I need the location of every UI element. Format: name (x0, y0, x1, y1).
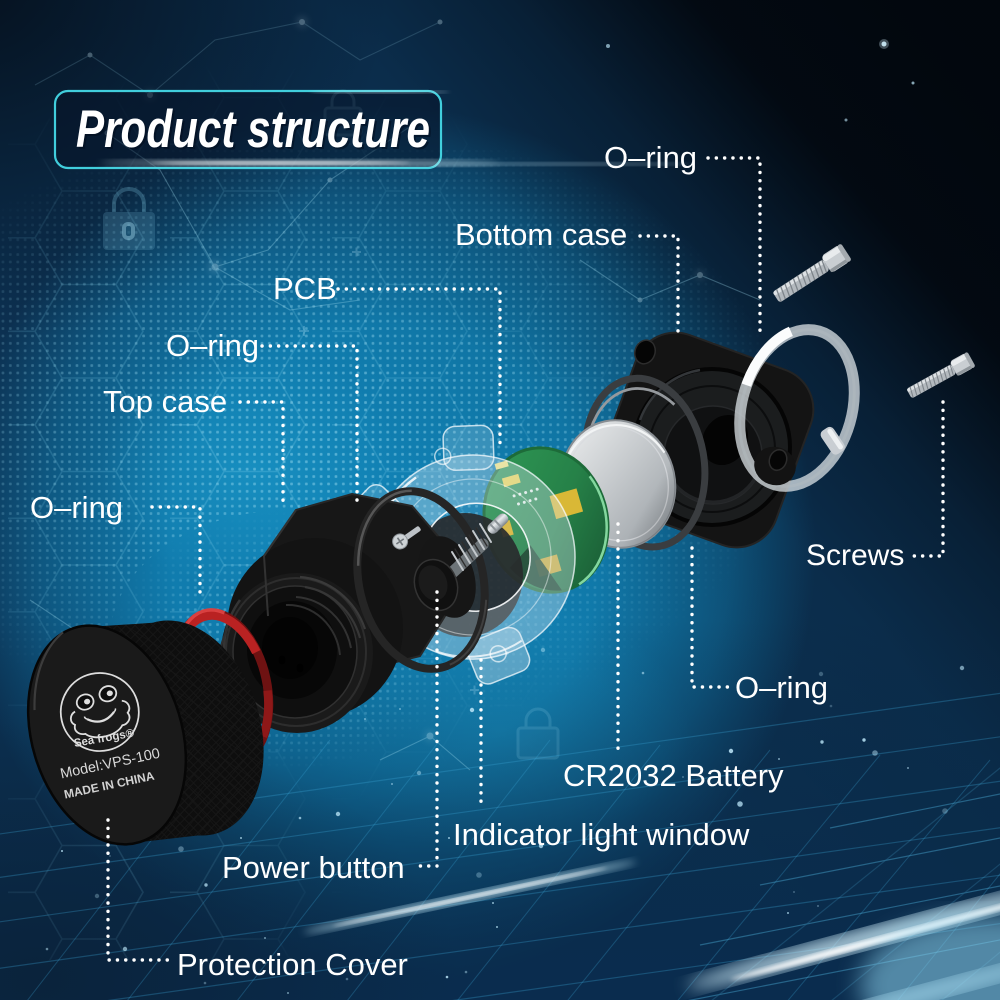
svg-text:O–ring: O–ring (30, 490, 123, 525)
svg-text:O–ring: O–ring (604, 140, 697, 175)
svg-text:O–ring: O–ring (735, 670, 828, 705)
svg-text:Top case: Top case (103, 384, 227, 419)
svg-text:Indicator light window: Indicator light window (453, 817, 750, 852)
svg-text:PCB: PCB (273, 271, 337, 306)
svg-text:Bottom case: Bottom case (455, 217, 627, 252)
svg-text:Power button: Power button (222, 850, 405, 885)
svg-text:Screws: Screws (806, 539, 904, 572)
svg-text:Product structure: Product structure (76, 100, 430, 159)
svg-text:O–ring: O–ring (166, 328, 259, 363)
svg-text:Product structure: Product structure (78, 102, 432, 161)
svg-text:Protection Cover: Protection Cover (177, 947, 408, 982)
svg-text:CR2032 Battery: CR2032 Battery (563, 758, 784, 793)
